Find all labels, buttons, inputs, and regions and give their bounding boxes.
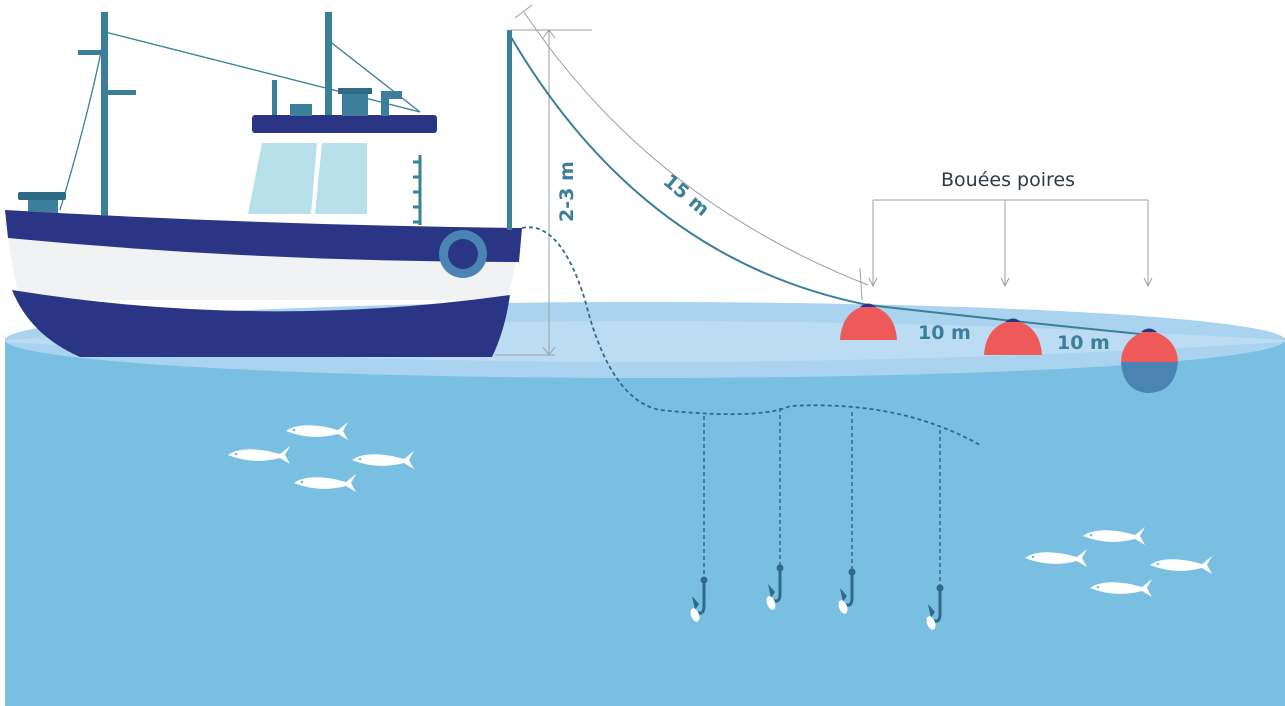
lifebuoy-icon xyxy=(439,230,487,278)
buoys-callout: Bouées poires xyxy=(868,169,1153,288)
pear-buoy-icon xyxy=(840,303,897,340)
main-line xyxy=(507,31,1151,336)
spacing-label-1: 10 m xyxy=(918,322,971,344)
chimney-cap xyxy=(338,88,372,94)
rigging-line-front xyxy=(59,31,106,211)
rigging-line xyxy=(104,31,421,113)
buoys-bracket xyxy=(872,199,1149,285)
water-body xyxy=(5,338,1285,706)
buoy-2-cap xyxy=(1005,318,1021,322)
hull-stripe-top xyxy=(5,210,522,262)
antenna xyxy=(272,80,277,120)
cabin-roof xyxy=(252,115,437,133)
rigging-line-rear xyxy=(327,39,421,113)
fishing-boat-icon xyxy=(5,12,522,357)
buoy-1-body xyxy=(840,305,897,340)
mast-spar xyxy=(108,90,136,95)
mast-spar-top xyxy=(78,50,108,55)
buoys-bracket-arrows xyxy=(868,277,1153,288)
front-mast xyxy=(101,12,108,232)
cabin-window-right xyxy=(315,143,367,214)
height-dimension-arrows xyxy=(542,29,556,356)
length-label: 15 m xyxy=(659,170,714,221)
length-dimension-line xyxy=(523,11,869,286)
length-tick-top xyxy=(514,4,533,19)
height-label: 2-3 m xyxy=(556,161,578,222)
branch-lines xyxy=(703,408,941,588)
length-tick-bottom xyxy=(859,267,863,301)
longline xyxy=(521,226,981,446)
rear-mast xyxy=(325,12,332,122)
buoy-3-submerged xyxy=(1121,362,1178,393)
sea xyxy=(5,302,1285,706)
buoy-3-body xyxy=(1121,330,1178,362)
buoy-3-cap xyxy=(1141,328,1157,332)
buoy-1-cap xyxy=(860,303,876,307)
buoys-title: Bouées poires xyxy=(941,169,1075,191)
hull-bottom xyxy=(12,290,510,357)
spacing-label-2: 10 m xyxy=(1057,332,1110,354)
cabin-ladder xyxy=(413,155,422,225)
longline-pole xyxy=(507,30,512,230)
pear-buoy-icon xyxy=(1121,328,1178,393)
chimney xyxy=(342,90,368,116)
bow-bitt-cap xyxy=(18,192,66,200)
buoy-2-body xyxy=(984,320,1042,355)
pear-buoy-icon xyxy=(984,318,1042,355)
exhaust-pipe xyxy=(381,91,402,116)
cabin-window-left xyxy=(248,143,317,214)
roof-vent xyxy=(290,104,312,116)
